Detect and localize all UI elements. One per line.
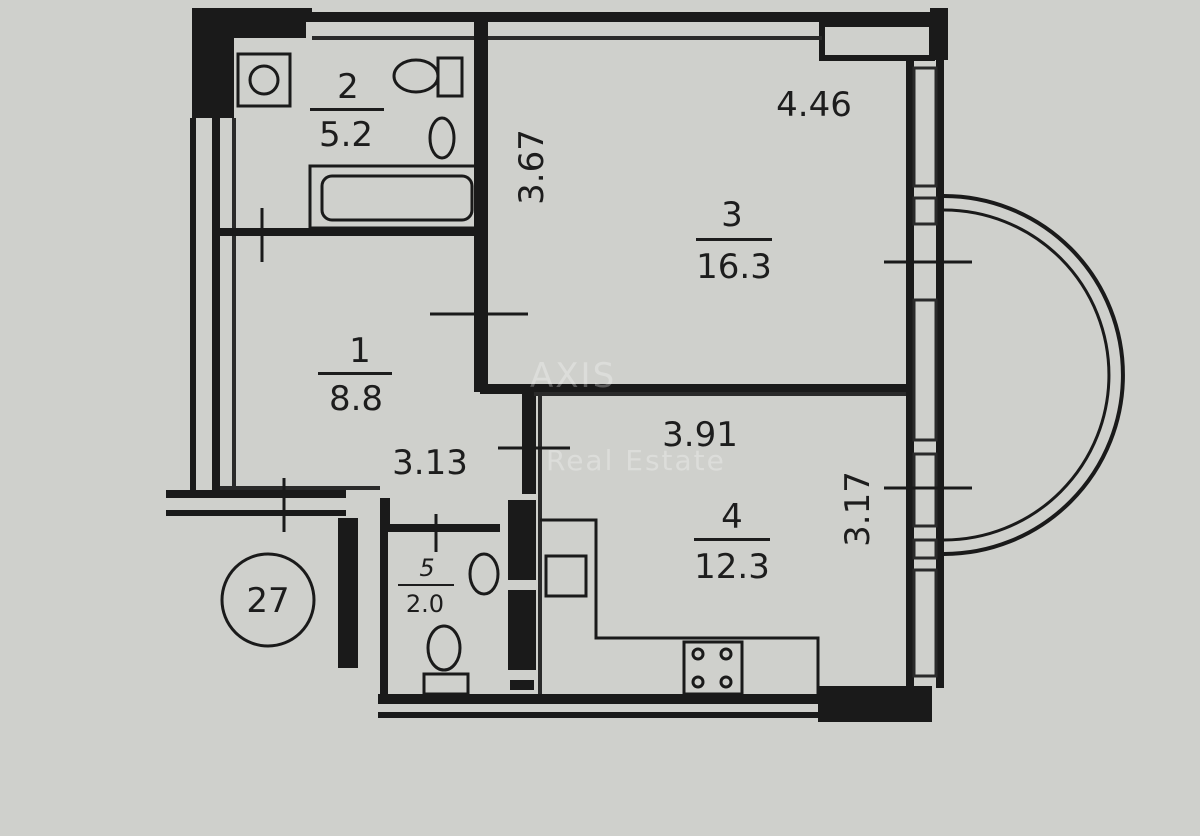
room-4-number: 4	[721, 497, 743, 537]
stove-icon	[682, 640, 744, 696]
room-2-number: 2	[337, 67, 359, 107]
door-marks	[260, 208, 972, 552]
room-3-width-dimension: 4.46	[776, 85, 852, 125]
bathtub-icon	[308, 164, 482, 230]
watermark-line2: Real Estate	[546, 444, 726, 477]
room-5-line	[398, 584, 454, 586]
room-4-area: 12.3	[694, 547, 770, 587]
room-1-area: 8.8	[328, 379, 384, 419]
washing-machine-icon	[236, 52, 292, 108]
room-4-line	[694, 538, 770, 541]
partitions	[220, 36, 906, 694]
apartment-number: 27	[246, 581, 290, 621]
kitchen-fixtures	[540, 518, 820, 696]
right-windows	[912, 66, 938, 678]
room-4-width-dimension: 3.91	[662, 415, 738, 455]
wc-fixtures	[422, 552, 500, 696]
kitchen-counter	[540, 518, 820, 694]
wc-sink-icon	[468, 552, 500, 596]
room-1-line	[318, 372, 392, 375]
room-5-area: 2.0	[405, 590, 445, 618]
watermark-line1: AXIS	[530, 356, 617, 396]
bay-window-arc	[943, 194, 1125, 556]
toilet-icon	[392, 58, 440, 94]
room-3-line	[696, 238, 772, 241]
bathroom-fixtures	[236, 52, 482, 230]
apartment-number-circle	[220, 552, 316, 648]
room-2-area: 5.2	[318, 115, 374, 155]
room-4-depth-dimension: 3.17	[838, 471, 878, 547]
room-2-line	[310, 108, 384, 111]
room-3-number: 3	[721, 195, 743, 235]
kitchen-sink-icon	[544, 554, 588, 598]
room-5-number: 5	[419, 554, 435, 582]
room-1-number: 1	[349, 331, 371, 371]
wc-toilet-icon	[426, 624, 462, 672]
sink-icon	[428, 116, 456, 160]
room-3-depth-dimension: 3.67	[512, 129, 552, 205]
room-1-width-dimension: 3.13	[392, 443, 468, 483]
room-3-area: 16.3	[696, 247, 772, 287]
walls	[166, 8, 948, 722]
